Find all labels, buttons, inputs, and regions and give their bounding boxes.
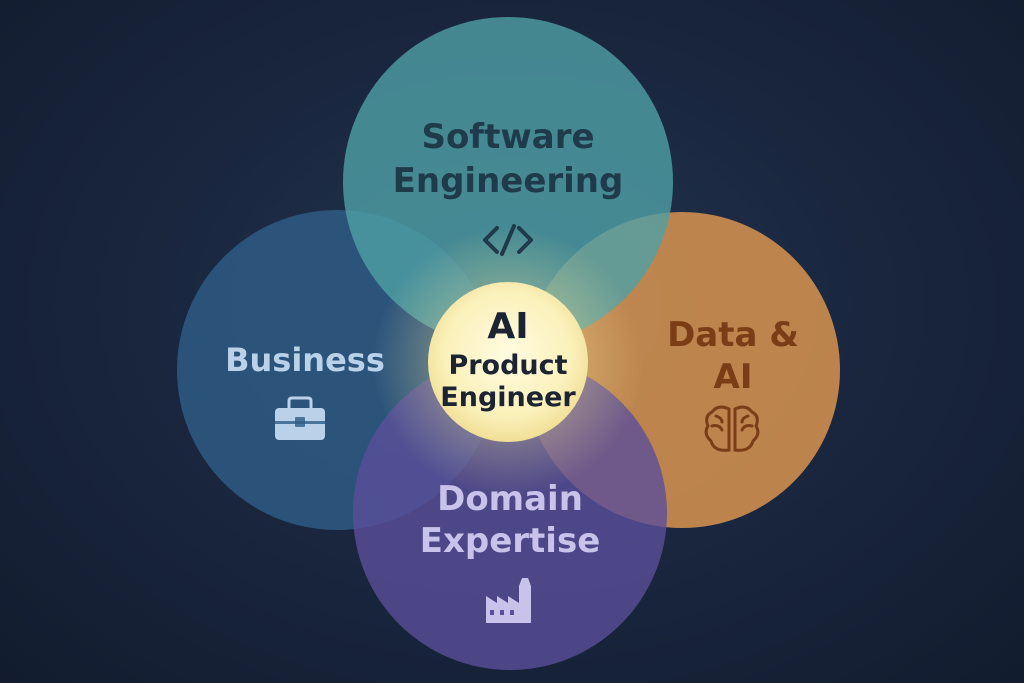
data-ai-label-line-1: Data &	[667, 315, 799, 355]
center-label-line-2: Product	[448, 350, 567, 381]
software-label-line-2: Engineering	[393, 161, 624, 201]
code-icon	[483, 224, 533, 256]
domain-label-line-1: Domain	[437, 479, 583, 519]
factory-icon	[486, 578, 531, 623]
center-label-line-1: AI	[487, 306, 528, 347]
briefcase-icon	[275, 396, 325, 440]
brain-icon	[704, 405, 760, 452]
domain-label-line-2: Expertise	[420, 521, 601, 561]
data-ai-label-line-2: AI	[714, 357, 753, 397]
software-label-line-1: Software	[421, 117, 594, 157]
center-circle	[428, 282, 588, 442]
center-label-line-3: Engineer	[440, 382, 576, 413]
business-label: Business	[225, 341, 385, 379]
